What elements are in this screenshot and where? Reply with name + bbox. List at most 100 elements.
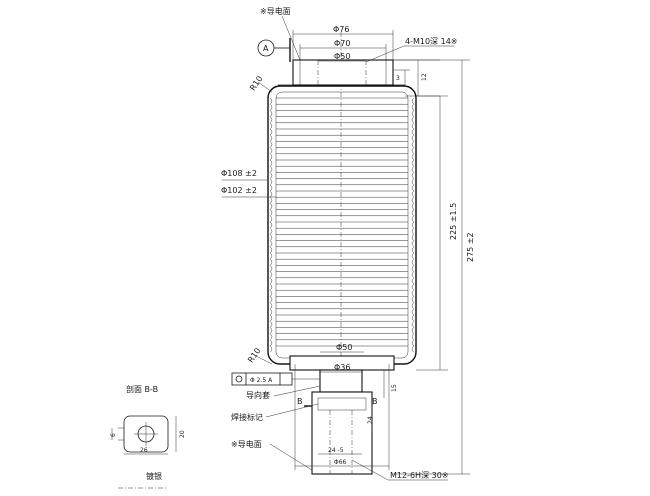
bellows-rib-edge-left [269,277,273,285]
bellows-rib-edge-left [269,290,273,297]
dim-phi50-top-label: Φ50 [334,52,350,61]
bellows-rib-edge-right [411,265,415,272]
conductive-face-bottom-label: ※导电面 [231,439,262,449]
bellows-rib-edge-left [269,246,273,254]
bellows-rib-edge-right [411,141,415,148]
dim-phi76-label: Φ76 [333,25,349,34]
section-title: 剖面 B-B [126,384,158,394]
dim-phi70-label: Φ70 [334,39,350,48]
bellows-convolutions [269,97,415,353]
bellows-rib-edge-right [411,116,415,123]
bellows-rib-edge-right [411,314,415,322]
bellows-rib-edge-left [269,209,273,216]
bellows-rib-edge-left [269,135,273,142]
bellows-rib-edge-left [269,97,273,105]
section-outline [123,415,169,453]
bellows-rib-edge-right [411,122,415,130]
bellows-rib-edge-left [269,197,273,204]
dim-6-label: 6 [110,433,117,437]
bellows-rib-edge-right [411,271,415,278]
dim-225-label: 225 ±1.5 [449,203,458,240]
bellows-rib-edge-right [411,283,415,291]
bellows-rib-edge-left [269,184,273,192]
dim-phi102-label: Φ102 ±2 [221,186,257,195]
bellows-rib-edge-right [411,228,415,235]
bellows-rib-edge-left [269,296,273,303]
bellows-rib-edge-left [269,271,273,278]
radius-r10-bottom-leader [255,355,273,365]
dim-24-label: 24 [367,416,374,424]
bellows-rib-edge-right [411,184,415,192]
dim-phi50-bottom-label: Φ50 [336,343,352,352]
bellows-rib-edge-right [411,172,415,179]
bellows-rib-edge-left [269,321,273,328]
dim-phi36-label: Φ36 [334,363,350,372]
guide-sleeve [319,369,363,393]
thread-top-leader [365,45,405,63]
radius-r10-top-label: R10 [248,74,264,92]
bellows-rib-edge-right [411,203,415,210]
dim-275-label: 275 ±2 [466,232,475,262]
bellows-rib-edge-left [269,308,273,316]
bellows-rib-edge-left [269,166,273,173]
bellows-rib-edge-right [411,246,415,254]
bellows-outline [267,85,417,365]
bellows-rib-edge-left [269,333,273,340]
bellows-rib-edge-right [411,333,415,340]
dim-12-label: 12 [421,73,428,81]
tolerance-frame-label: Φ 2.5 A [250,377,273,384]
bellows-rib-edge-right [411,259,415,266]
bellows-rib-edge-right [411,345,415,353]
guide-sleeve-label: 导向套 [246,390,270,400]
bellows-rib-edge-right [411,166,415,173]
thread-bottom-leader [351,459,389,481]
bellows-rib-edge-right [411,153,415,161]
bellows-rib-edge-right [411,190,415,198]
dim-phi66-label: Φ66 [334,459,347,466]
bellows-rib-edge-right [411,178,415,185]
bellows-inner-outline [275,91,409,359]
bellows-rib-edge-left [269,122,273,130]
conductive-face-top-label: ※导电面 [260,6,291,16]
bellows-rib-edge-right [411,197,415,204]
section-b-right: B [372,397,378,406]
bellows-rib-edge-right [411,97,415,105]
thread-bottom-label: M12-6H深 30※ [390,471,449,480]
bellows-rib-edge-right [411,321,415,328]
bellows-rib-edge-left [269,240,273,247]
bellows-rib-edge-right [411,240,415,247]
bellows-rib-edge-left [269,116,273,123]
radius-r10-top-leader [257,81,273,93]
bellows-rib-edge-left [269,172,273,179]
bottom-stem [311,391,373,475]
bellows-rib-edge-left [269,345,273,353]
bellows-rib-edge-right [411,277,415,285]
bellows-rib-edge-right [411,234,415,241]
bellows-rib-edge-right [411,327,415,334]
bellows-rib-edge-left [269,190,273,198]
bellows-rib-edge-left [269,159,273,167]
dim-15-label: 15 [391,384,398,392]
bellows-rib-edge-right [411,290,415,297]
bellows-rib-edge-left [269,302,273,309]
bellows-rib-edge-left [269,265,273,272]
bellows-rib-edge-right [411,252,415,260]
bellows-rib-edge-right [411,215,415,223]
bellows-rib-edge-left [269,283,273,291]
bellows-rib-edge-left [269,314,273,322]
bellows-rib-edge-right [411,110,415,117]
dim-24-5-label: 24 -5 [328,447,344,454]
bellows-rib-edge-right [411,308,415,316]
tolerance-datum-circle [235,375,243,383]
thread-top-label: 4-M10深 14※ [405,37,457,46]
bellows-rib-edge-right [411,209,415,216]
bellows-rib-edge-right [411,159,415,167]
bellows-rib-edge-left [269,252,273,260]
bellows-rib-edge-left [269,147,273,154]
bellows-rib-edge-right [411,302,415,309]
bellows-rib-edge-left [269,259,273,266]
bellows-rib-edge-right [411,135,415,142]
bellows-rib-edge-left [269,339,273,347]
bellows-rib-edge-left [269,215,273,223]
